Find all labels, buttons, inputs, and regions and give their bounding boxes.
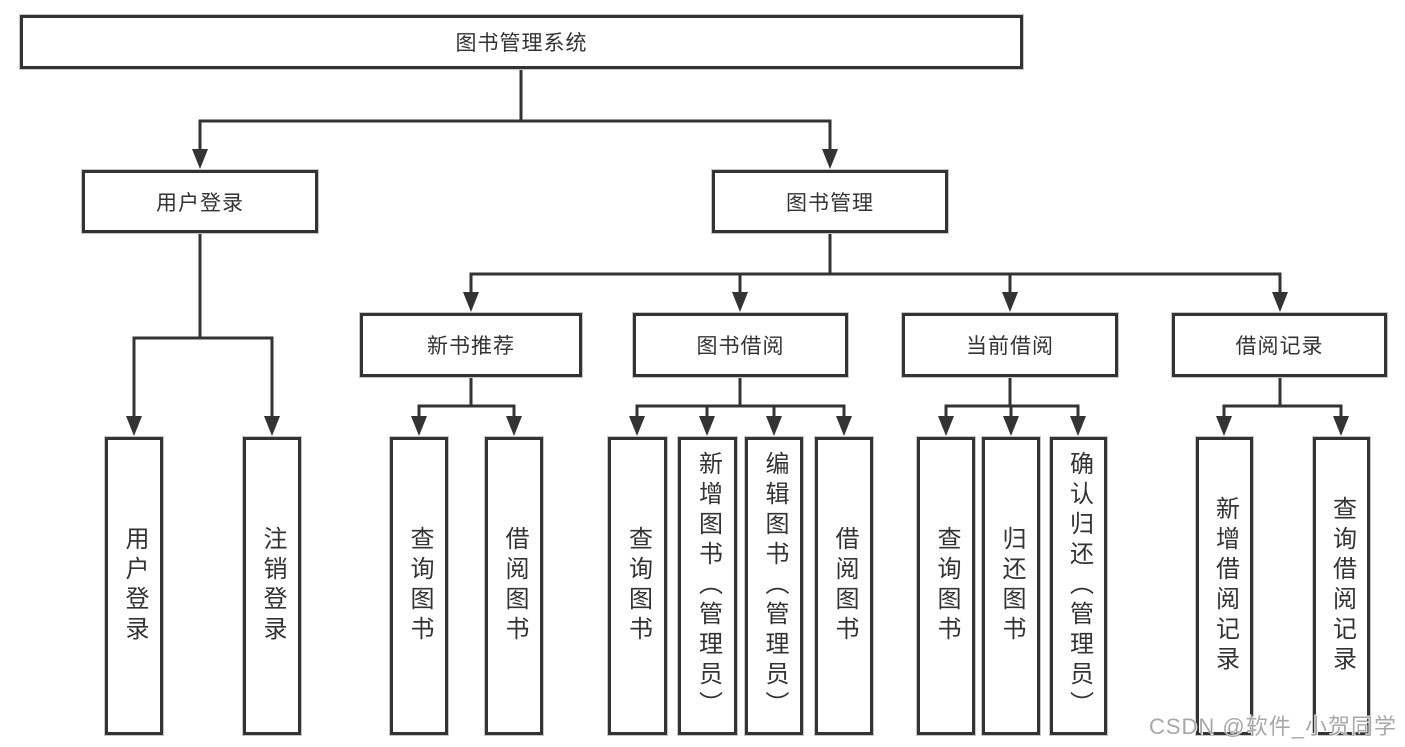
leaf-user-login-label: 用户登录 [121, 526, 148, 646]
leaf-bb-edit-books-admin-label: 编辑图书（管理员） [761, 451, 788, 721]
leaf-logout: 注销登录 [243, 437, 301, 735]
leaf-br-add-record-label: 新增借阅记录 [1211, 496, 1239, 676]
leaf-bb-add-books-admin: 新增图书（管理员） [678, 437, 737, 735]
leaf-cb-confirm-return-admin-label: 确认归还（管理员） [1065, 451, 1093, 721]
node-new-book-rec-label: 新书推荐 [427, 335, 515, 358]
leaf-cb-confirm-return-admin: 确认归还（管理员） [1050, 437, 1107, 735]
leaf-cb-return-books-label: 归还图书 [998, 526, 1025, 646]
leaf-cb-query-books-label: 查询图书 [933, 526, 960, 646]
leaf-cb-return-books: 归还图书 [982, 437, 1040, 735]
node-book-mgmt-label: 图书管理 [786, 191, 874, 215]
leaf-nbr-borrow-books: 借阅图书 [485, 437, 543, 735]
leaf-bb-add-books-admin-label: 新增图书（管理员） [694, 451, 722, 721]
node-book-mgmt: 图书管理 [712, 170, 948, 233]
node-book-borrow: 图书借阅 [633, 313, 848, 377]
node-user-login: 用户登录 [82, 170, 318, 233]
leaf-cb-query-books: 查询图书 [917, 437, 975, 735]
node-borrow-records-label: 借阅记录 [1235, 335, 1324, 358]
connector-current-borrow-to-leaves [938, 375, 1086, 436]
leaf-bb-query-books: 查询图书 [608, 437, 667, 735]
connector-borrow-records-to-leaves [1216, 375, 1349, 436]
leaf-br-add-record: 新增借阅记录 [1196, 437, 1253, 735]
connector-user-login-to-leaves [126, 231, 280, 436]
leaf-bb-edit-books-admin: 编辑图书（管理员） [745, 437, 803, 735]
leaf-br-query-record-label: 查询借阅记录 [1328, 496, 1356, 676]
node-current-borrow-label: 当前借阅 [966, 335, 1054, 358]
node-user-login-label: 用户登录 [156, 191, 244, 215]
connector-book-borrow-to-leaves [629, 375, 852, 436]
node-borrow-records: 借阅记录 [1172, 313, 1387, 377]
leaf-br-query-record: 查询借阅记录 [1313, 437, 1370, 735]
leaf-bb-borrow-books: 借阅图书 [815, 437, 873, 735]
connector-root-to-level2 [192, 67, 838, 169]
csdn-watermark: CSDN @软件_小贺同学 [1148, 714, 1397, 739]
node-new-book-rec: 新书推荐 [360, 313, 582, 377]
leaf-nbr-query-books: 查询图书 [390, 437, 448, 735]
node-root: 图书管理系统 [20, 15, 1023, 69]
node-root-label: 图书管理系统 [455, 32, 588, 55]
leaf-logout-label: 注销登录 [259, 526, 286, 646]
node-book-borrow-label: 图书借阅 [696, 335, 785, 358]
leaf-bb-borrow-books-label: 借阅图书 [831, 526, 858, 646]
connector-book-mgmt-to-level3 [463, 231, 1288, 312]
leaf-bb-query-books-label: 查询图书 [624, 526, 652, 646]
leaf-nbr-query-books-label: 查询图书 [406, 526, 433, 646]
node-current-borrow: 当前借阅 [902, 313, 1118, 377]
leaf-user-login: 用户登录 [105, 437, 163, 735]
leaf-nbr-borrow-books-label: 借阅图书 [501, 526, 528, 646]
connector-new-book-rec-to-leaves [411, 375, 522, 436]
